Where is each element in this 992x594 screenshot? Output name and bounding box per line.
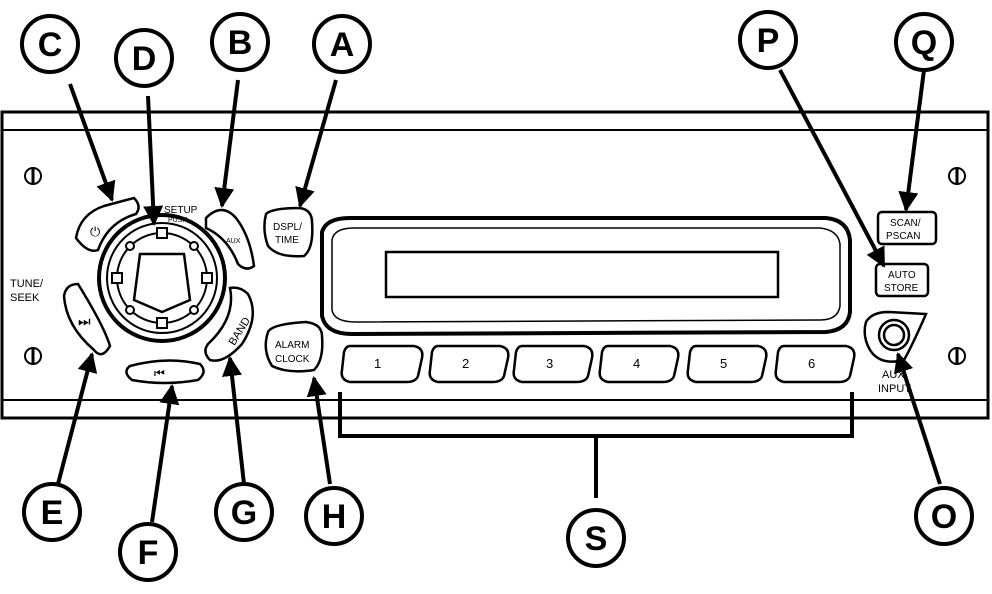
callout-B-label: B — [228, 24, 253, 62]
callout-S-label: S — [585, 520, 608, 558]
callout-B: B — [210, 12, 270, 72]
callout-C: C — [20, 14, 80, 74]
callout-F: F — [118, 522, 178, 582]
aux-input-label-line2: INPUT — [878, 383, 911, 395]
callout-O-label: O — [931, 498, 957, 536]
preset-label-1: 1 — [374, 356, 381, 371]
aux-button[interactable]: AUX — [204, 208, 256, 270]
alarm-label: ALARM — [275, 340, 309, 351]
pscan-label: PSCAN — [886, 231, 920, 242]
callout-D: D — [114, 28, 174, 88]
clock-label: CLOCK — [275, 354, 310, 365]
scan-pscan-button[interactable]: SCAN/ PSCAN — [876, 210, 938, 246]
screw-icon — [24, 167, 42, 185]
power-icon: ⏻ — [90, 224, 100, 239]
preset-label-2: 2 — [462, 356, 469, 371]
preset-button-2[interactable]: 2 — [428, 344, 510, 384]
seek-back-icon: ⏮ — [154, 366, 165, 380]
callout-H: H — [304, 486, 364, 546]
callout-E-label: E — [41, 494, 64, 532]
auto-store-button[interactable]: AUTO STORE — [874, 262, 930, 298]
callout-Q: Q — [894, 12, 954, 72]
callout-A: A — [312, 14, 372, 74]
aux-input-jack[interactable] — [863, 310, 928, 363]
callout-G-label: G — [231, 494, 257, 532]
preset-label-5: 5 — [720, 356, 727, 371]
callout-P: P — [738, 10, 798, 70]
store-label: STORE — [884, 283, 919, 294]
callout-O: O — [914, 486, 974, 546]
preset-button-3[interactable]: 3 — [512, 344, 594, 384]
setup-label: SETUP — [164, 205, 198, 216]
preset-label-6: 6 — [808, 356, 815, 371]
leader-lines — [56, 69, 942, 523]
dspl-label: DSPL/ — [273, 222, 302, 233]
power-button[interactable]: ⏻ — [74, 196, 140, 252]
screw-icon — [24, 347, 42, 365]
dspl-time-button[interactable]: DSPL/ TIME — [263, 206, 314, 258]
callout-Q-label: Q — [911, 24, 937, 62]
callout-P-label: P — [757, 22, 780, 60]
seek-forward-button[interactable]: ⏭ — [62, 282, 112, 356]
screw-icon — [948, 347, 966, 365]
volume-knob[interactable] — [97, 213, 227, 343]
preset-button-5[interactable]: 5 — [686, 344, 768, 384]
callout-F-label: F — [138, 534, 159, 572]
lcd-display — [320, 216, 852, 337]
callout-G: G — [214, 482, 274, 542]
preset-label-4: 4 — [633, 356, 640, 371]
time-label: TIME — [275, 235, 299, 246]
seek-back-button[interactable]: ⏮ — [125, 359, 205, 385]
screw-icon — [948, 167, 966, 185]
callout-S: S — [566, 508, 626, 568]
callout-E: E — [22, 482, 82, 542]
auto-label: AUTO — [888, 270, 916, 281]
tune-seek-label-line2: SEEK — [10, 292, 40, 304]
callout-D-label: D — [132, 40, 157, 78]
alarm-clock-button[interactable]: ALARM CLOCK — [264, 320, 324, 373]
callout-H-label: H — [322, 498, 347, 536]
seek-forward-icon: ⏭ — [78, 313, 91, 329]
preset-button-4[interactable]: 4 — [598, 344, 680, 384]
scan-label: SCAN/ — [890, 218, 921, 229]
aux-button-label: AUX — [226, 238, 241, 245]
preset-label-3: 3 — [546, 356, 553, 371]
callout-A-label: A — [330, 26, 355, 64]
preset-button-1[interactable]: 1 — [340, 344, 424, 384]
tune-seek-label-line1: TUNE/ — [10, 278, 44, 290]
push-label: PUSH — [168, 217, 187, 224]
preset-bracket — [338, 392, 854, 498]
callout-C-label: C — [38, 26, 63, 64]
preset-button-6[interactable]: 6 — [774, 344, 856, 384]
